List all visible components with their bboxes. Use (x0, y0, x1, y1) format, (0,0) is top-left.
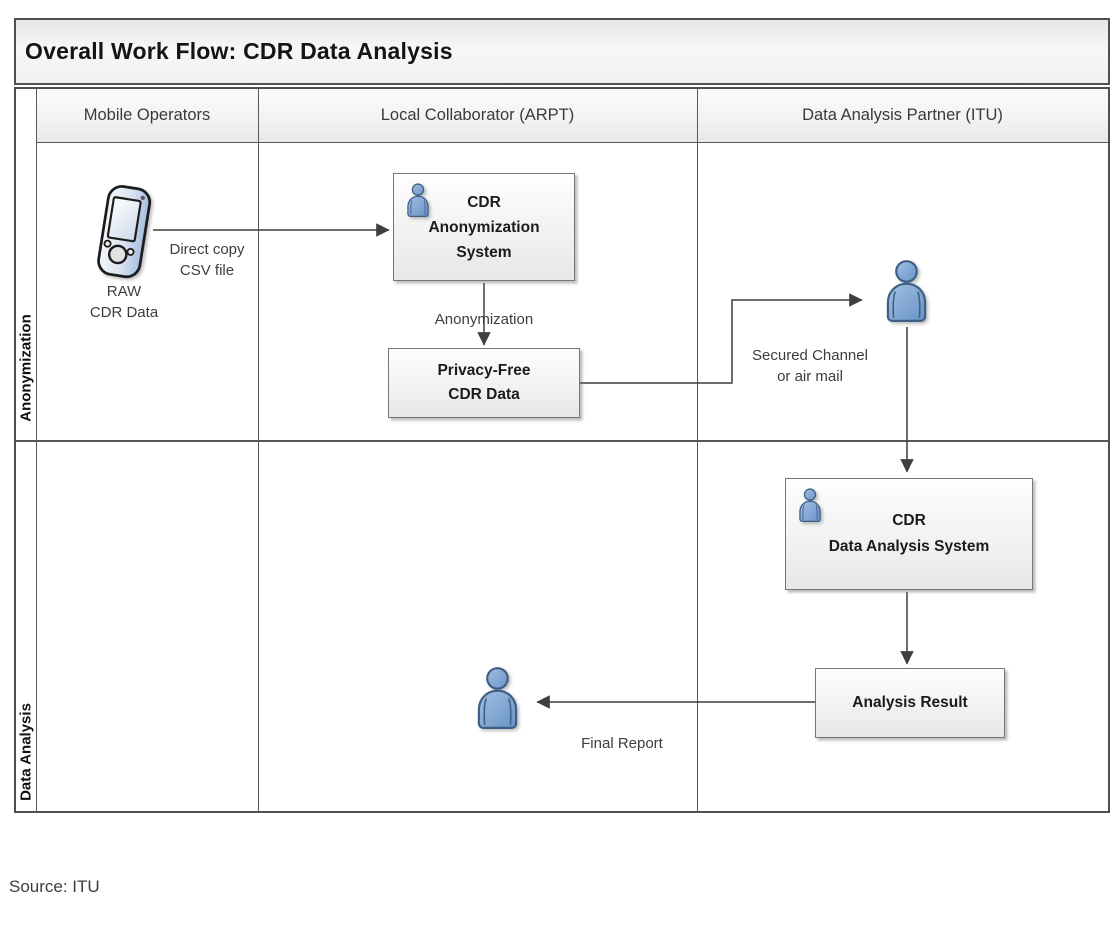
person-icon (474, 666, 521, 731)
direct-copy-label: Direct copy CSV file (169, 241, 245, 279)
source-note: Source: ITU (9, 877, 100, 896)
mobile-device-icon (95, 183, 153, 282)
person-icon (883, 259, 930, 324)
lane-header-local-collaborator: Local Collaborator (ARPT) (380, 106, 575, 124)
lane-divider-1 (258, 89, 259, 811)
cdr-data-analysis-system-box: CDR Data Analysis System (785, 478, 1033, 590)
header-band-border (36, 142, 1108, 143)
row-divider (16, 440, 1108, 442)
anonymization-edge-label: Anonymization (434, 311, 534, 328)
row-label-data-analysis: Data Analysis (17, 703, 35, 801)
person-icon (405, 183, 431, 218)
row-label-anonymization: Anonymization (17, 314, 35, 422)
lane-divider-2 (697, 89, 698, 811)
privacy-free-cdr-data-box: Privacy-Free CDR Data (388, 348, 580, 418)
raw-cdr-data-caption: RAW CDR Data (89, 283, 159, 321)
page-title: Overall Work Flow: CDR Data Analysis (25, 38, 453, 64)
lane-header-band (36, 89, 1108, 142)
title-bar: Overall Work Flow: CDR Data Analysis (14, 18, 1110, 85)
secured-channel-label: Secured Channel or air mail (752, 347, 868, 385)
lane-header-mobile-operators: Mobile Operators (83, 106, 211, 124)
row-label-strip-divider (36, 89, 37, 811)
final-report-label: Final Report (581, 735, 663, 752)
lane-header-data-analysis-partner: Data Analysis Partner (ITU) (802, 106, 1003, 124)
person-icon (797, 488, 823, 523)
analysis-result-box: Analysis Result (815, 668, 1005, 738)
cdr-anonymization-system-box: CDR Anonymization System (393, 173, 575, 281)
